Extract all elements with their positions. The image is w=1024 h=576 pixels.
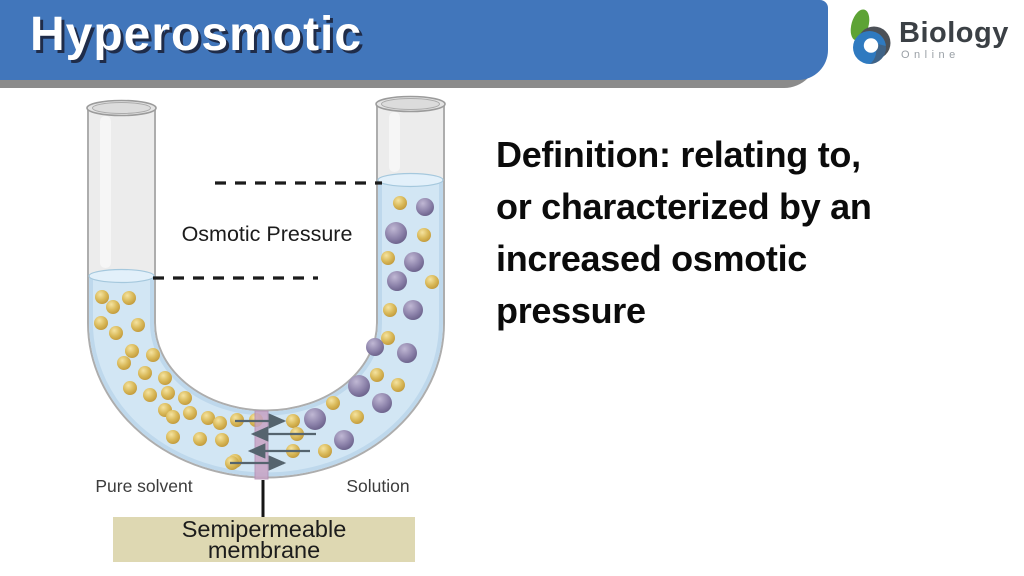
definition-line: increased osmotic: [496, 238, 808, 279]
solvent-particle: [166, 430, 180, 444]
solute-particle: [387, 271, 407, 291]
membrane-label-line2: membrane: [208, 537, 320, 563]
solute-particle: [404, 252, 424, 272]
solvent-particle: [193, 432, 207, 446]
logo-subtitle: Online: [901, 49, 960, 61]
membrane-label-line1: Semipermeable: [182, 516, 347, 542]
osmosis-diagram: Osmotic Pressure Pure solvent Solution S…: [60, 90, 500, 576]
solvent-particle: [318, 444, 332, 458]
solvent-particle: [381, 331, 395, 345]
solvent-particle: [123, 381, 137, 395]
solution-label: Solution: [346, 476, 409, 496]
solvent-particle: [131, 318, 145, 332]
u-tube-diagram: Osmotic Pressure Pure solvent Solution S…: [86, 95, 446, 563]
solute-particle: [334, 430, 354, 450]
solvent-particle: [146, 348, 160, 362]
logo-hole: [863, 38, 879, 53]
solvent-particle: [417, 228, 431, 242]
page-title: Hyperosmotic: [30, 8, 363, 61]
solute-particle: [397, 343, 417, 363]
logo-text: Biology Online: [899, 18, 1009, 61]
solvent-particle: [425, 275, 439, 289]
pure-solvent-label: Pure solvent: [95, 476, 192, 496]
solvent-particle: [94, 316, 108, 330]
solvent-particle: [125, 344, 139, 358]
solute-particle: [385, 222, 407, 244]
left-liquid-surface: [88, 268, 155, 284]
membrane-arrows: [230, 413, 316, 471]
solvent-particle: [370, 368, 384, 382]
logo-swirl-shade: [870, 43, 887, 64]
right-liquid-surface: [377, 172, 444, 188]
solvent-particle: [183, 406, 197, 420]
solvent-particle: [213, 416, 227, 430]
membrane-label-box: [113, 517, 415, 562]
left-tube-highlight: [100, 116, 111, 268]
solvent-particle: [106, 300, 120, 314]
solute-particle: [403, 300, 423, 320]
solvent-particle: [117, 356, 131, 370]
solvent-particle: [143, 388, 157, 402]
solute-particle: [416, 198, 434, 216]
solvent-particle: [122, 291, 136, 305]
definition-line: or characterized by an: [496, 186, 872, 227]
solvent-particle: [161, 386, 175, 400]
solvent-particle: [201, 411, 215, 425]
solvent-particle: [178, 391, 192, 405]
definition-text: Definition: relating to, or characterize…: [496, 129, 996, 337]
solvent-particle: [391, 378, 405, 392]
logo-name: Biology: [899, 17, 1009, 49]
solvent-particle: [350, 410, 364, 424]
solvent-particle: [393, 196, 407, 210]
solvent-particle: [138, 366, 152, 380]
solvent-particle: [215, 433, 229, 447]
solute-particle: [366, 338, 384, 356]
solute-particle: [372, 393, 392, 413]
solvent-particle: [383, 303, 397, 317]
solvent-particle: [166, 410, 180, 424]
solvent-particle: [286, 414, 300, 428]
solvent-particle: [109, 326, 123, 340]
definition-line: pressure: [496, 290, 646, 331]
particles-layer: [94, 196, 439, 470]
solute-particle: [304, 408, 326, 430]
solvent-particle: [95, 290, 109, 304]
solute-particle: [348, 375, 370, 397]
solvent-particle: [381, 251, 395, 265]
solvent-particle: [158, 371, 172, 385]
solvent-particle: [326, 396, 340, 410]
biology-online-logo-icon: [850, 9, 891, 64]
header-banner: [0, 0, 828, 80]
biology-online-logo: Biology Online: [845, 8, 1009, 72]
right-tube-highlight: [389, 112, 400, 172]
right-tube-rim: [381, 98, 440, 110]
definition-line: Definition: relating to,: [496, 134, 861, 175]
left-tube-rim: [92, 102, 151, 114]
osmotic-pressure-label: Osmotic Pressure: [182, 222, 353, 246]
